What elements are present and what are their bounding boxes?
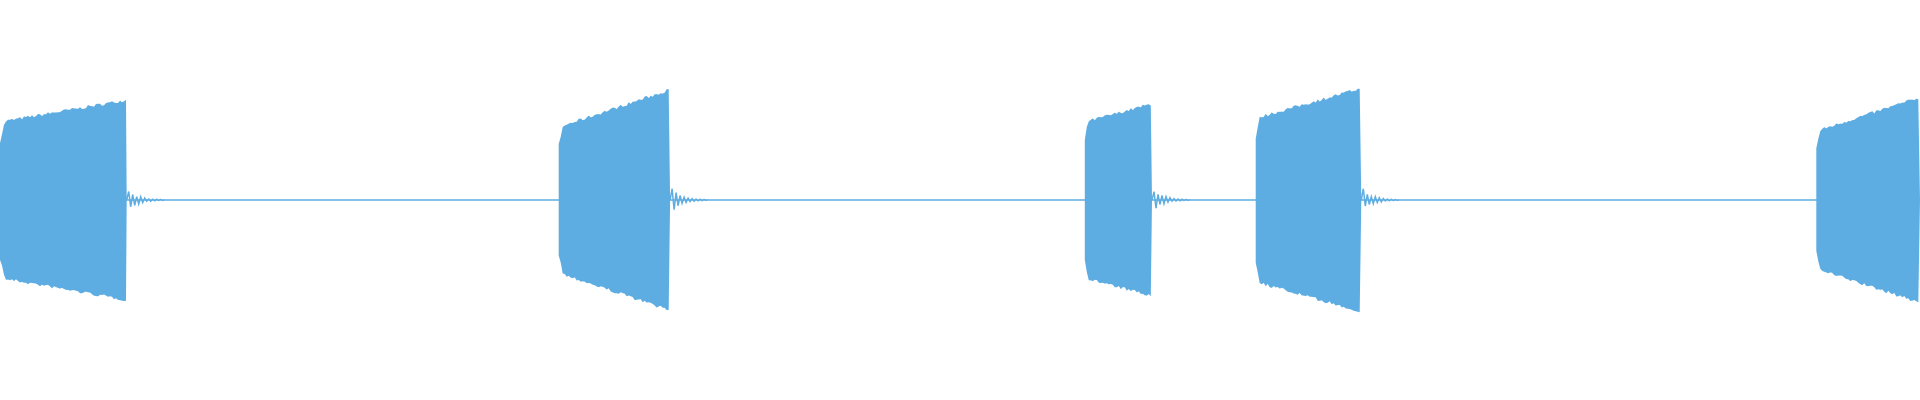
waveform-segments	[0, 88, 1920, 313]
waveform-burst-3	[1084, 104, 1152, 297]
waveform-burst-2	[558, 89, 671, 311]
waveform-burst-5	[1816, 98, 1920, 303]
waveform-burst-1	[0, 99, 127, 302]
waveform-tail-4	[1360, 188, 1400, 207]
waveform-tail-2	[669, 188, 709, 210]
waveform-burst-4	[1255, 88, 1362, 313]
waveform-tail-3	[1151, 191, 1191, 209]
waveform-tail-1	[125, 191, 165, 207]
